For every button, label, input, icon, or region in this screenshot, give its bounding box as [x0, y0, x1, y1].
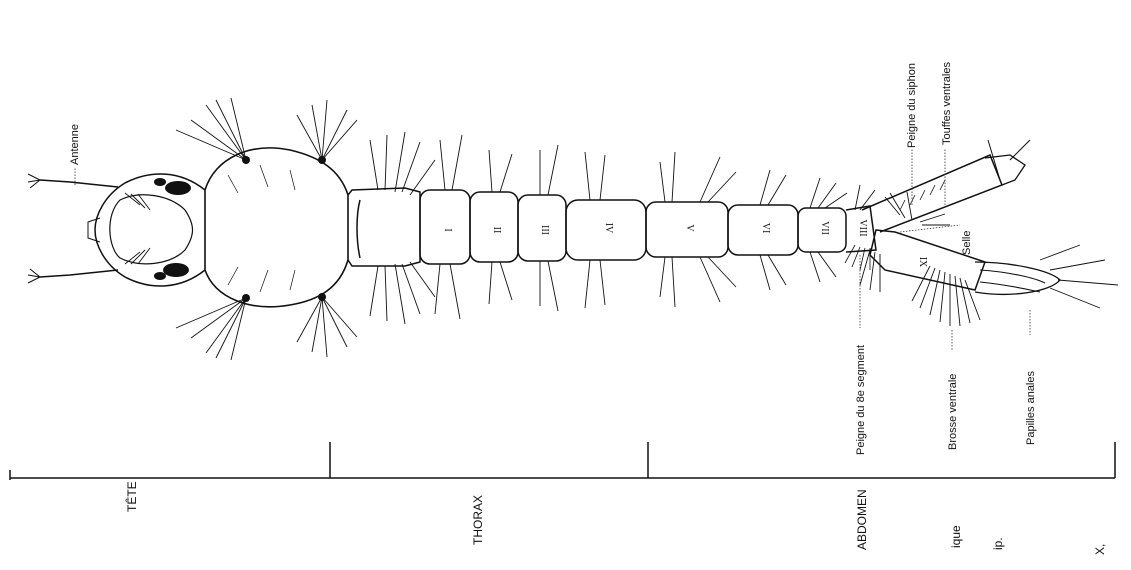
segment-label: I: [442, 228, 453, 231]
section-labels: TÊTE THORAX ABDOMEN: [124, 481, 869, 550]
edge-text: ique ip. X,: [949, 525, 1107, 555]
edge-text-line: X,: [1093, 544, 1107, 555]
edge-text-line: ique: [949, 525, 963, 548]
label-papilles-anales: Papilles anales: [1025, 371, 1037, 445]
larva-abdomen: [420, 135, 876, 319]
annotations: Antenne Peigne du siphon Touffes ventral…: [69, 62, 1037, 455]
segment-label: IX: [917, 257, 928, 268]
segment-labels: I II III IV V VI VII VIII IX: [442, 219, 928, 268]
section-label-tete: TÊTE: [124, 481, 139, 512]
label-brosse-ventrale: Brosse ventrale: [947, 374, 959, 450]
segment-label: VII: [819, 221, 830, 235]
segment-label: III: [539, 225, 550, 235]
anal-segment: [860, 230, 1118, 326]
section-label-abdomen: ABDOMEN: [855, 489, 869, 550]
siphon: [862, 140, 1030, 232]
larva-thorax: [348, 132, 435, 324]
label-peigne-siphon: Peigne du siphon: [906, 63, 918, 148]
segment-label: VIII: [857, 219, 868, 236]
edge-text-line: ip.: [991, 537, 1005, 550]
label-peigne-8e-segment: Peigne du 8e segment: [855, 345, 867, 455]
label-antenne: Antenne: [69, 124, 81, 165]
label-selle: Selle: [961, 231, 973, 255]
segment-label: IV: [603, 223, 614, 234]
label-touffes-ventrales: Touffes ventrales: [941, 62, 953, 145]
segment-label: VI: [760, 223, 771, 234]
section-label-thorax: THORAX: [471, 495, 485, 545]
segment-label: II: [491, 227, 502, 234]
segment-label: V: [684, 224, 695, 232]
